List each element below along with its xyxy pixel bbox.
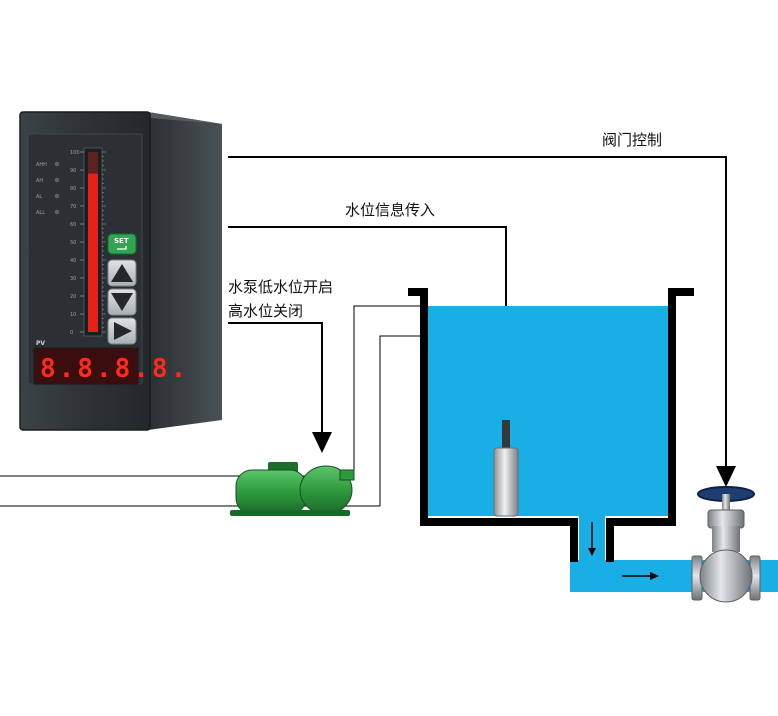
right-flow-arrow-icon (650, 572, 659, 580)
bar-tick-label: 50 (70, 240, 76, 246)
inlet-pipe-upper (353, 305, 420, 476)
alarm-led-al (54, 193, 60, 199)
display-value: 8.8.8.8. (40, 354, 189, 384)
alarm-led-ah (54, 177, 60, 183)
alarm-led-ahh (54, 161, 60, 167)
bar-tick-label: 80 (70, 186, 76, 192)
bar-tick-label: 30 (70, 276, 76, 282)
alarm-led-all (54, 209, 60, 215)
pump-rule-label-1: 水泵低水位开启 (228, 278, 333, 296)
alarm-label-al: AL (36, 194, 42, 200)
alarm-indicators: AHH AH AL ALL (36, 161, 60, 216)
valve-control-wire (228, 156, 727, 470)
pv-label: PV (36, 340, 45, 347)
up-arrow-icon (111, 264, 133, 282)
pump-control-wire (228, 322, 323, 440)
valve-control-label: 阀门控制 (602, 131, 662, 149)
gate-valve (691, 486, 761, 603)
pump-outlet (339, 469, 355, 481)
pump-base (230, 510, 350, 516)
tank-wall-right (606, 288, 694, 562)
bar-tick-label: 70 (70, 204, 76, 210)
tank-water (428, 306, 668, 516)
right-arrow-icon (114, 322, 132, 340)
pump-rule-label-2: 高水位关闭 (228, 302, 303, 320)
set-key-label: SET (114, 237, 129, 245)
bar-tick-label: 90 (70, 168, 76, 174)
probe-cable-gland (502, 420, 510, 450)
valve-stem (722, 494, 730, 512)
bar-tick-label: 100 (70, 150, 80, 156)
bar-tick-label: 20 (70, 294, 76, 300)
alarm-label-all: ALL (36, 210, 45, 216)
enter-icon (117, 246, 127, 250)
digital-display (33, 347, 139, 385)
water-pump (0, 462, 380, 516)
bar-tick-label: 40 (70, 258, 76, 264)
level-signal-label: 水位信息传入 (345, 201, 435, 219)
down-arrow-icon (111, 293, 133, 311)
water-tank (353, 288, 778, 592)
bar-tick-label: 0 (70, 330, 73, 336)
probe-body (493, 447, 519, 517)
controller-side (148, 112, 222, 430)
inlet-pipe-lower (379, 335, 420, 506)
bar-tick-label: 10 (70, 312, 76, 318)
alarm-label-ahh: AHH (36, 162, 47, 168)
valve-body (699, 549, 753, 603)
level-probe (493, 420, 519, 517)
shift-key[interactable] (107, 317, 137, 345)
valve-bonnet (707, 509, 745, 529)
bar-tick-label: 60 (70, 222, 76, 228)
bar-graph-level (88, 173, 98, 332)
pump-motor (235, 469, 307, 515)
down-flow-arrow-icon (588, 548, 596, 556)
valve-control-arrowhead (716, 466, 736, 487)
valve-neck (712, 526, 740, 552)
down-key[interactable] (107, 288, 137, 316)
set-key[interactable]: SET (107, 233, 137, 255)
pump-control-arrowhead (312, 432, 332, 453)
tank-wall (408, 288, 578, 562)
up-key[interactable] (107, 259, 137, 287)
alarm-label-ah: AH (36, 178, 43, 184)
